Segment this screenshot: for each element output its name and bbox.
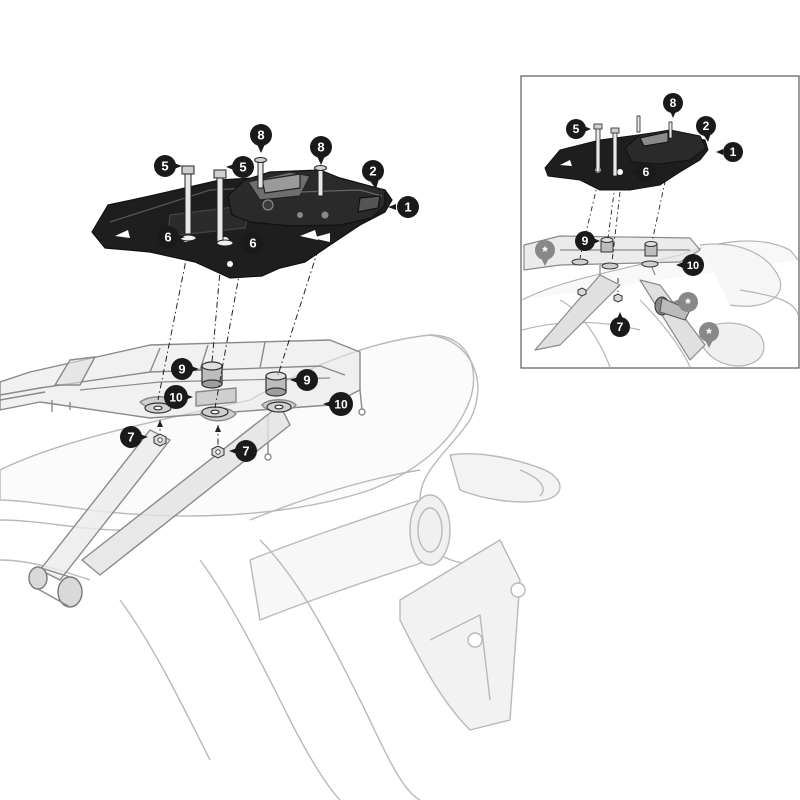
callout-7b: 7	[229, 440, 257, 462]
inset-callout-1: 1	[716, 142, 743, 162]
washer-left	[179, 234, 197, 242]
callout-label: 2	[703, 119, 710, 133]
bolt-left	[181, 165, 195, 235]
callout-6b: 6	[236, 232, 264, 254]
callout-label: 8	[317, 140, 324, 155]
inset-asterisk-2: *	[672, 292, 698, 312]
license-bracket	[399, 539, 521, 731]
callout-label: 8	[257, 128, 264, 143]
small-arrows	[157, 420, 221, 432]
callout-label: *	[542, 243, 548, 259]
nut-left	[153, 433, 167, 447]
inset-asterisk-3: *	[699, 322, 719, 348]
callout-label: 10	[169, 391, 183, 405]
spacers	[144, 361, 292, 418]
callout-9a: 9	[171, 358, 199, 380]
spacer-right	[265, 371, 287, 397]
callout-8a: 8	[250, 124, 272, 153]
rubber-washer-center	[201, 406, 229, 418]
callout-label: 8	[670, 96, 677, 110]
callout-1: 1	[388, 196, 419, 218]
callout-label: 5	[573, 122, 580, 136]
rubber-washer-left	[144, 402, 172, 414]
callout-label: 10	[687, 260, 699, 272]
callout-label: 9	[582, 234, 589, 248]
main-callouts: 1 2 5 5 8 8 6	[120, 124, 419, 462]
nut-center	[211, 445, 225, 459]
inset-callout-9: 9	[575, 231, 600, 251]
callout-label: *	[685, 295, 691, 311]
callout-label: 7	[127, 430, 134, 445]
screw-left	[254, 157, 267, 189]
washer-right	[216, 239, 234, 247]
inset-callout-5: 5	[566, 119, 591, 139]
callout-label: 7	[617, 320, 624, 334]
callout-10a: 10	[164, 385, 193, 409]
callout-8b: 8	[310, 136, 332, 165]
callout-2: 2	[362, 160, 384, 189]
callout-label: 5	[161, 159, 168, 174]
callout-9b: 9	[290, 369, 318, 391]
inset-callout-2: 2	[696, 116, 716, 142]
callout-6a: 6	[157, 226, 185, 248]
callout-label: *	[706, 325, 712, 341]
inset-callout-8: 8	[663, 93, 683, 118]
rear-body-outline	[419, 334, 491, 565]
callout-label: 1	[730, 145, 737, 159]
top-case-plate	[91, 169, 393, 279]
callout-5a: 5	[154, 155, 182, 177]
rubber-washer-right	[266, 401, 292, 413]
callout-label: 6	[164, 230, 171, 245]
callout-label: 9	[303, 373, 310, 388]
callout-label: 6	[643, 165, 650, 179]
inset-detail: 1 2 5 6 8	[520, 75, 800, 369]
callout-label: 5	[239, 160, 246, 175]
callout-10b: 10	[323, 392, 353, 416]
screw-right	[314, 165, 327, 197]
callout-label: 1	[404, 200, 411, 215]
inset-callout-7: 7	[610, 312, 630, 337]
tail-light	[449, 452, 561, 503]
inset-callout-10: 10	[676, 254, 704, 276]
callout-7a: 7	[120, 426, 148, 448]
inset-callout-6: 6	[631, 162, 656, 182]
inset-callouts: 1 2 5 6 8	[535, 93, 743, 348]
callout-label: 2	[369, 164, 376, 179]
spacer-left	[201, 361, 223, 389]
inset-asterisk-1: *	[535, 240, 555, 266]
callout-label: 6	[249, 236, 256, 251]
callout-label: 9	[178, 362, 185, 377]
callout-label: 7	[242, 444, 249, 459]
callout-label: 10	[334, 398, 348, 412]
callout-5b: 5	[226, 156, 254, 178]
